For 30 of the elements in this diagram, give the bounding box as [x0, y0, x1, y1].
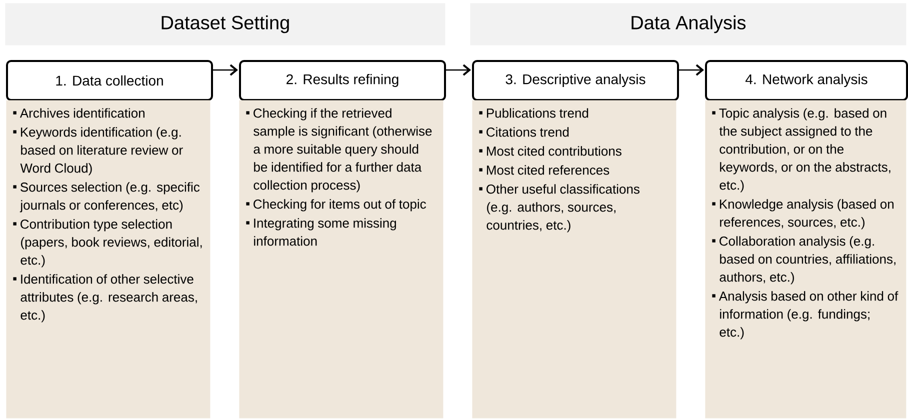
- bullet-item: Sources selection (e.g. specific journals or conferences, etc): [13, 182, 200, 212]
- arrow: [446, 64, 471, 76]
- bullet-item: Identification of other selective attributes (e.g. research areas, etc.): [13, 274, 197, 322]
- bullet-item: Checking if the retrieved sample is significant (otherwise a more suitable query should be identified for a further data collection process): [246, 108, 432, 192]
- bullet-item: Most cited contributions: [479, 146, 622, 156]
- step-box: 2. Results refining: [239, 60, 446, 101]
- text-panel: [6, 100, 210, 418]
- bullet-item: Contribution type selection (papers, book reviews, editorial, etc.): [13, 219, 202, 268]
- step-box: 3. Descriptive analysis: [472, 60, 679, 101]
- text-panel: [472, 100, 676, 418]
- arrow: [213, 64, 238, 76]
- bullet-item: Most cited references: [479, 165, 610, 175]
- text-panel: [239, 100, 444, 418]
- bullet-item: Analysis based on other kind of information (e.g. fundings; etc.): [712, 291, 898, 340]
- bullet-item: Other useful classifications (e.g. authors, sources, countries, etc.): [479, 184, 640, 232]
- bullet-item: Archives identification: [13, 108, 144, 118]
- bullet-item: Knowledge analysis (based on references, sources, etc.): [712, 199, 894, 230]
- bullet-item: Keywords identification (e.g. based on literature review or Word Cloud): [13, 127, 183, 176]
- section-band: Dataset Setting: [5, 3, 446, 46]
- bullet-item: Checking for items out of topic: [246, 199, 426, 212]
- section-band: Data Analysis: [470, 3, 906, 46]
- bullet-item: Topic analysis (e.g. based on the subject assigned to the contribution, or on the keywords, or on the abstracts, etc.): [712, 108, 890, 192]
- bullet-item: Publications trend: [479, 108, 588, 118]
- bullet-item: Integrating some missing information: [246, 218, 396, 246]
- step-box: 4. Network analysis: [705, 60, 908, 101]
- bullet-item: Collaboration analysis (e.g. based on countries, affiliations, authors, etc.): [712, 236, 896, 284]
- step-box: 1. Data collection: [6, 60, 213, 101]
- text-panel: [705, 100, 906, 418]
- arrow: [679, 64, 704, 76]
- bullet-item: Citations trend: [479, 127, 569, 137]
